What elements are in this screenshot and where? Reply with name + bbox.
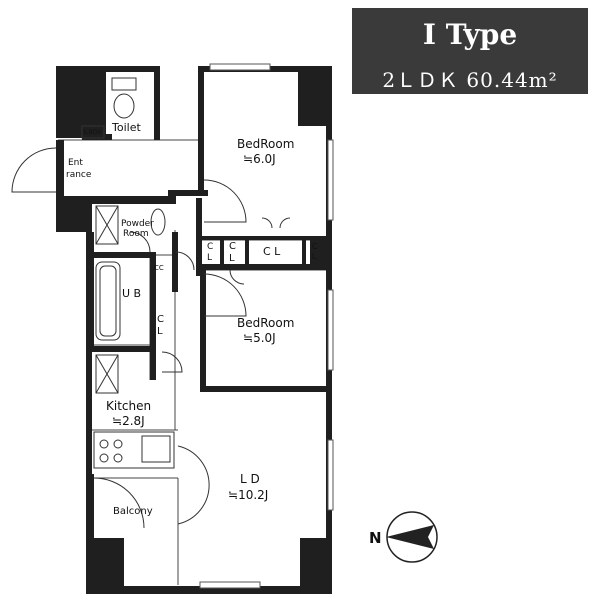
powder-room-label-line2: Room <box>123 229 149 239</box>
closet-a-label-line1: C <box>207 242 213 252</box>
room-labels: Toilet S.BOX Ent rance BedRoom ≒6.0J Pow… <box>66 121 318 517</box>
cc-label: CC <box>154 264 164 272</box>
fixtures <box>81 77 175 469</box>
toilet-bowl <box>113 93 135 119</box>
entrance-label-line2: rance <box>66 170 92 180</box>
ld-size: ≒10.2J <box>228 488 268 502</box>
type-subtitle: 2ＬＤＫ 60.44m² <box>382 68 558 92</box>
compass: N <box>369 511 438 563</box>
closet-b-label-line2: L <box>229 253 235 264</box>
bedroom1-size: ≒6.0J <box>243 152 276 166</box>
closet-c-label-line1: C <box>312 242 318 251</box>
sink <box>150 208 166 236</box>
kitchen-label: Kitchen <box>106 399 151 413</box>
closet-main-label: C L <box>263 245 281 258</box>
powder-room-label-line1: Powder <box>121 219 154 229</box>
closet-b-label-line1: C <box>229 241 236 252</box>
bathtub <box>95 261 121 341</box>
bedroom2-label: BedRoom <box>237 316 294 330</box>
type-badge: I Type 2ＬＤＫ 60.44m² <box>352 8 588 94</box>
door-swings <box>11 147 291 529</box>
windows <box>199 63 334 589</box>
toilet-tank <box>111 77 137 91</box>
compass-needle <box>386 525 434 549</box>
closet-d-label-line1: C <box>157 314 164 325</box>
toilet-label: Toilet <box>111 121 141 134</box>
sbox-label: S.BOX <box>83 129 101 136</box>
closet-a-label-line2: L <box>207 253 212 263</box>
unit-bath-label: U B <box>122 287 141 300</box>
type-title: I Type <box>422 18 518 51</box>
ld-label: L D <box>240 472 260 486</box>
kitchen-sink <box>141 435 171 463</box>
kitchen-size: ≒2.8J <box>112 414 145 428</box>
burner-3 <box>99 453 109 463</box>
washer-box <box>95 205 119 245</box>
burner-4 <box>113 453 123 463</box>
kitchen-counter <box>93 431 175 469</box>
entrance-label-line1: Ent <box>68 158 83 168</box>
compass-north-label: N <box>369 529 382 547</box>
closet-d-label-line2: L <box>157 326 163 337</box>
burner-1 <box>99 439 109 449</box>
bedroom1-label: BedRoom <box>237 137 294 151</box>
interior-lines <box>58 139 330 585</box>
bedroom2-size: ≒5.0J <box>243 331 276 345</box>
fridge-box <box>95 354 119 394</box>
balcony-label: Balcony <box>113 506 153 517</box>
closet-c-label-line2: L <box>312 252 317 261</box>
burner-2 <box>113 439 123 449</box>
